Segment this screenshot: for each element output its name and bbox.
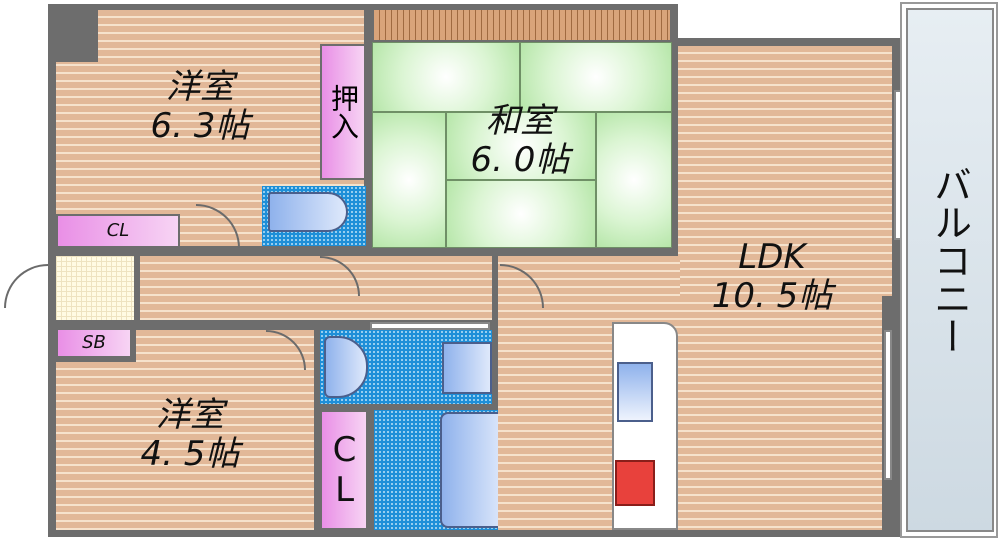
shoe-box: SB (56, 328, 132, 358)
japanese-room (372, 42, 672, 248)
western-room-1-size: 6. 3帖 (150, 106, 250, 147)
window-washroom (370, 322, 490, 330)
western-room-1-label: 洋室 6. 3帖 (100, 67, 300, 147)
oshiire-label: 押入 (327, 84, 360, 140)
japanese-room-size: 6. 0帖 (470, 140, 570, 181)
shoe-box-label: SB (82, 331, 106, 353)
closet-bottom-label: CL (324, 430, 365, 510)
tatami-mat (596, 112, 672, 248)
tatami-mat (446, 112, 596, 180)
tatami-mat (372, 42, 520, 112)
toilet-icon (268, 192, 348, 232)
sink-icon (617, 362, 653, 422)
japanese-room-name: 和室 (486, 101, 554, 141)
balcony: バルコニー (906, 8, 994, 532)
tatami-mat (520, 42, 672, 112)
japanese-room-label: 和室 6. 0帖 (420, 101, 620, 181)
ldk-name: LDK (738, 237, 806, 277)
closet-top-label: CL (106, 219, 130, 241)
closet-bottom: CL (320, 410, 368, 530)
pillar (52, 6, 98, 62)
hallway (140, 256, 492, 320)
balcony-label: バルコニー (927, 165, 972, 355)
washing-machine-icon (442, 342, 492, 394)
western-room-1-name: 洋室 (166, 67, 234, 107)
closet-top: CL (56, 214, 180, 248)
western-room-2 (56, 362, 314, 530)
bathtub-icon (440, 412, 506, 528)
stove-icon (615, 460, 655, 506)
ldk-label: LDK 10. 5帖 (672, 237, 872, 317)
engawa-strip (374, 10, 670, 40)
oshiire-closet: 押入 (320, 44, 366, 180)
western-room-2-size: 4. 5帖 (140, 434, 240, 475)
tatami-mat (372, 112, 446, 248)
ldk-room (498, 256, 882, 530)
western-room-2-name: 洋室 (156, 395, 224, 435)
western-room-2-label: 洋室 4. 5帖 (90, 395, 290, 475)
entrance (56, 256, 134, 320)
notch-top-right (678, 0, 902, 38)
ldk-size: 10. 5帖 (711, 276, 833, 317)
ldk-corridor (678, 46, 688, 258)
tatami-mat (446, 180, 596, 248)
ldk-upper (680, 46, 892, 296)
window-ldk-lower (884, 330, 892, 480)
